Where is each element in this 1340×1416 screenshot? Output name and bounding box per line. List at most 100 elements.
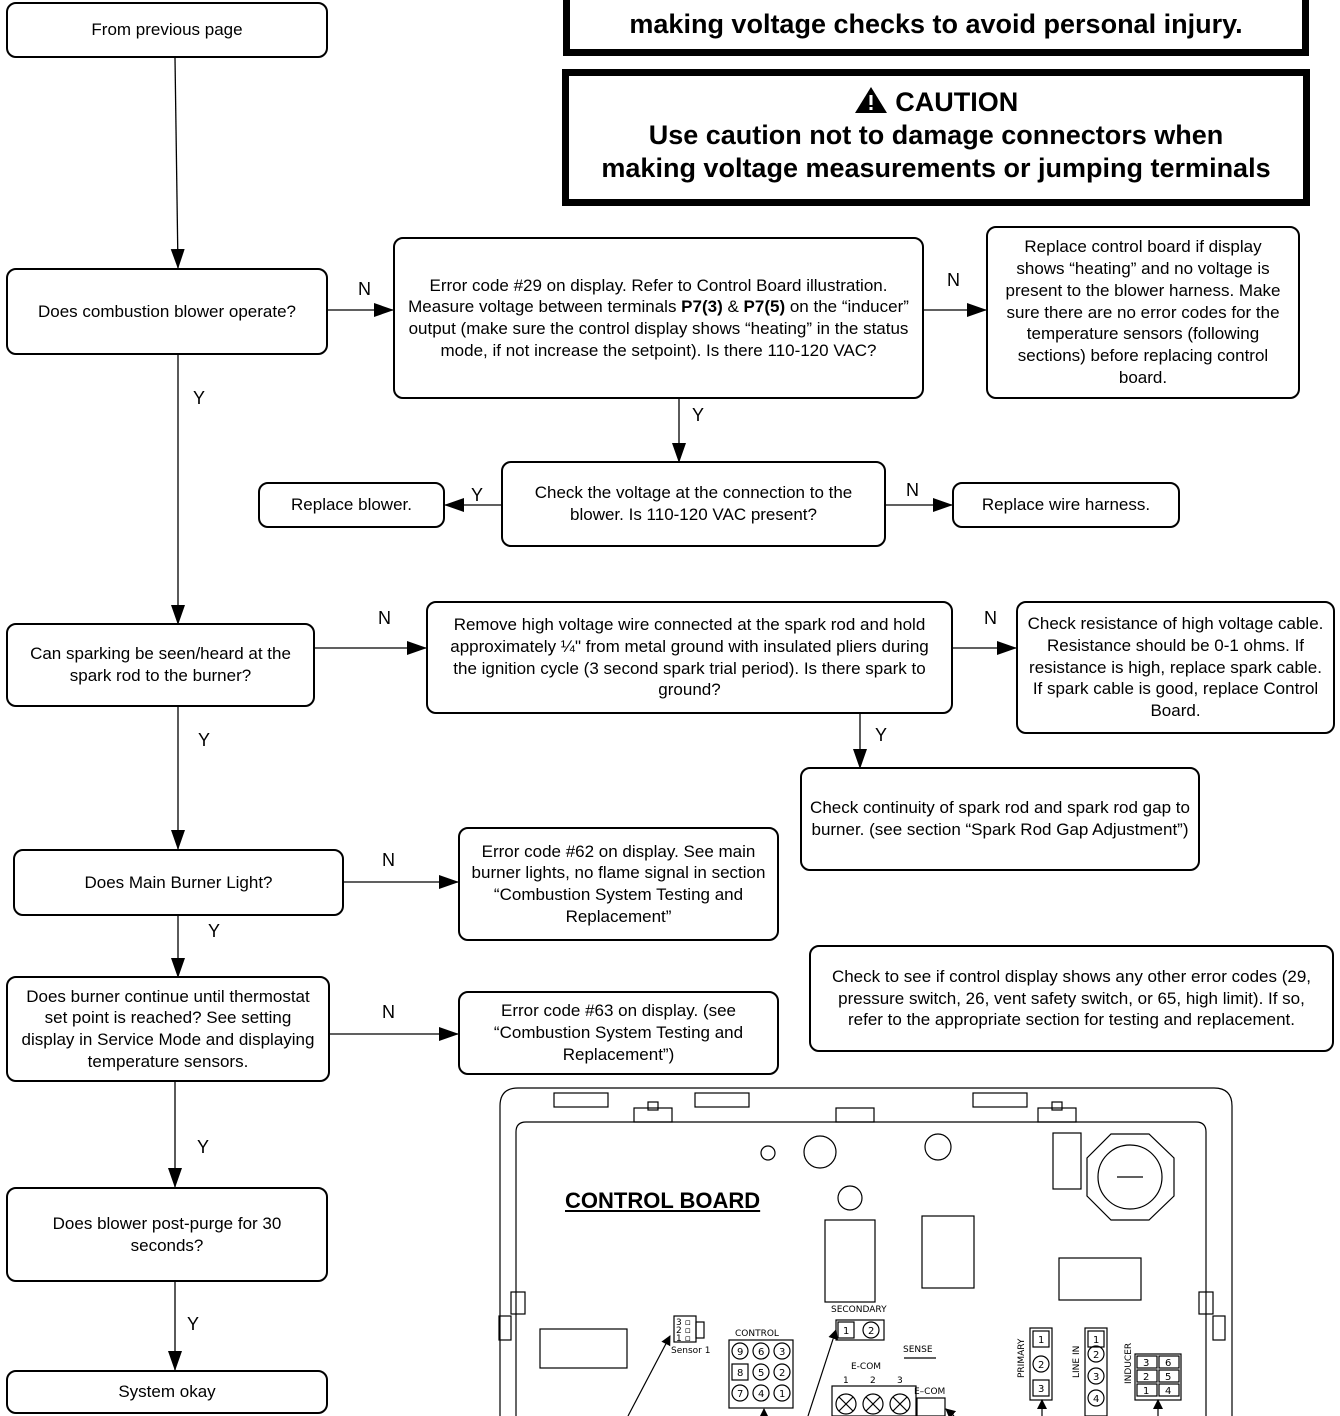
svg-text:3: 3 [897, 1376, 903, 1386]
check-voltage-node: Check the voltage at the connection to t… [501, 461, 886, 547]
sensor1-label: Sensor 1 [671, 1346, 710, 1356]
err29-text-part: on the “inducer” output (make sure the c… [408, 297, 909, 360]
control-board-title: CONTROL BOARD [565, 1188, 761, 1213]
svg-text:3: 3 [1038, 1384, 1044, 1395]
svg-text:1: 1 [779, 1389, 785, 1400]
edge-label-n: N [382, 1002, 395, 1022]
check-continuity-node: Check continuity of spark rod and spark … [800, 767, 1200, 871]
warning-text: making voltage checks to avoid personal … [629, 9, 1243, 39]
post-purge-question: Does blower post-purge for 30 seconds? [6, 1187, 328, 1282]
svg-text:1 ▫: 1 ▫ [676, 1334, 691, 1344]
ecom-label: E-COM [851, 1362, 881, 1372]
error-29-node: Error code #29 on display. Refer to Cont… [393, 237, 924, 399]
node-text: Check continuity of spark rod and spark … [810, 798, 1190, 839]
svg-text:2: 2 [870, 1376, 876, 1386]
edge-label-y: Y [193, 388, 206, 408]
inducer-connector-label: INDUCER [1124, 1343, 1134, 1384]
caution-title: CAUTION [895, 87, 1019, 117]
node-text: Replace blower. [291, 495, 412, 515]
svg-text:2: 2 [779, 1368, 785, 1379]
node-text: Check to see if control display shows an… [831, 966, 1312, 1030]
edge-label-n: N [984, 608, 997, 628]
from-previous-page-node: From previous page [6, 2, 328, 58]
err29-text-part: Error code #29 on display. Refer to Cont… [408, 275, 888, 317]
error-62-node: Error code #62 on display. See main burn… [458, 827, 779, 941]
caution-line-2: making voltage measurements or jumping t… [601, 152, 1271, 183]
caution-line-1: Use caution not to damage connectors whe… [648, 119, 1224, 150]
warning-box: making voltage checks to avoid personal … [563, 0, 1309, 56]
primary-connector-label: PRIMARY [1017, 1338, 1027, 1378]
error-63-node: Error code #63 on display. (see “Combust… [458, 991, 779, 1075]
node-text: Error code #63 on display. (see “Combust… [493, 1001, 744, 1064]
remove-high-voltage-wire-node: Remove high voltage wire connected at th… [426, 601, 953, 714]
node-text: Does burner continue until thermostat se… [21, 986, 315, 1071]
svg-text:4: 4 [1093, 1394, 1099, 1405]
system-okay-node: System okay [6, 1370, 328, 1414]
node-text: Replace control board if display shows “… [1005, 237, 1281, 387]
node-text: Remove high voltage wire connected at th… [450, 615, 929, 700]
main-burner-question: Does Main Burner Light? [13, 849, 344, 916]
err29-text-part: & [722, 297, 744, 317]
replace-wire-harness-node: Replace wire harness. [952, 482, 1180, 528]
warning-triangle-icon [854, 87, 887, 113]
sense-label: SENSE [903, 1345, 933, 1355]
svg-text:6: 6 [758, 1347, 764, 1358]
caution-box: CAUTION Use caution not to damage connec… [562, 69, 1310, 206]
svg-text:2 ▫: 2 ▫ [676, 1326, 691, 1336]
edge-label-n: N [358, 279, 371, 299]
sparking-question: Can sparking be seen/heard at the spark … [6, 623, 315, 707]
edge-label-y: Y [208, 921, 221, 941]
svg-text:6: 6 [1165, 1358, 1171, 1369]
edge-label-n: N [906, 480, 919, 500]
svg-text:2: 2 [1093, 1350, 1099, 1361]
secondary-connector-label: SECONDARY [831, 1305, 887, 1315]
terminal-p7-3: P7(3) [681, 297, 723, 317]
node-text: Error code #29 on display. Refer to Cont… [405, 275, 912, 362]
control-connector-label: CONTROL [735, 1329, 779, 1339]
svg-text:2: 2 [1143, 1372, 1149, 1383]
svg-text:1: 1 [843, 1326, 849, 1337]
node-text: Does blower post-purge for 30 seconds? [52, 1213, 282, 1255]
svg-text:5: 5 [1165, 1372, 1171, 1383]
svg-text:4: 4 [758, 1389, 764, 1400]
edge-label-y: Y [187, 1314, 200, 1334]
svg-text:3: 3 [1143, 1358, 1149, 1369]
svg-text:3: 3 [779, 1347, 785, 1358]
node-text: Check the voltage at the connection to t… [534, 483, 853, 524]
combustion-blower-question: Does combustion blower operate? [6, 268, 328, 355]
edge-label-y: Y [692, 405, 705, 425]
edge-label-y: Y [471, 485, 484, 505]
svg-text:5: 5 [758, 1368, 764, 1379]
node-text: Does Main Burner Light? [84, 872, 273, 892]
svg-text:4: 4 [1165, 1386, 1171, 1397]
line-in-connector-label: LINE IN [1072, 1346, 1082, 1378]
edge-label-y: Y [875, 725, 888, 745]
node-text: Can sparking be seen/heard at the spark … [30, 644, 291, 685]
check-other-errors-node: Check to see if control display shows an… [809, 945, 1334, 1052]
svg-text:1: 1 [1143, 1386, 1149, 1397]
replace-blower-node: Replace blower. [258, 482, 445, 528]
edge-label-n: N [382, 850, 395, 870]
svg-text:1: 1 [1093, 1335, 1099, 1346]
edge-label-n: N [378, 608, 391, 628]
edge-label-y: Y [197, 1137, 210, 1157]
svg-text:7: 7 [737, 1389, 743, 1400]
node-text: Check resistance of high voltage cable. … [1027, 614, 1324, 721]
caution-title-row: CAUTION [569, 86, 1303, 119]
node-text: System okay [118, 1382, 216, 1402]
node-text: Does combustion blower operate? [38, 301, 296, 321]
svg-text:8: 8 [737, 1368, 743, 1379]
node-text: Replace wire harness. [981, 495, 1151, 515]
svg-text:3 ▫: 3 ▫ [676, 1318, 691, 1328]
edge-label-n: N [947, 270, 960, 290]
svg-text:9: 9 [737, 1347, 743, 1358]
node-text: From previous page [91, 20, 243, 40]
svg-text:3: 3 [1093, 1372, 1099, 1383]
check-resistance-node: Check resistance of high voltage cable. … [1016, 601, 1335, 734]
svg-text:2: 2 [868, 1326, 874, 1337]
terminal-p7-5: P7(5) [743, 297, 786, 317]
edge-label-y: Y [198, 730, 211, 750]
burner-continue-question: Does burner continue until thermostat se… [6, 976, 330, 1082]
svg-text:1: 1 [843, 1376, 849, 1386]
